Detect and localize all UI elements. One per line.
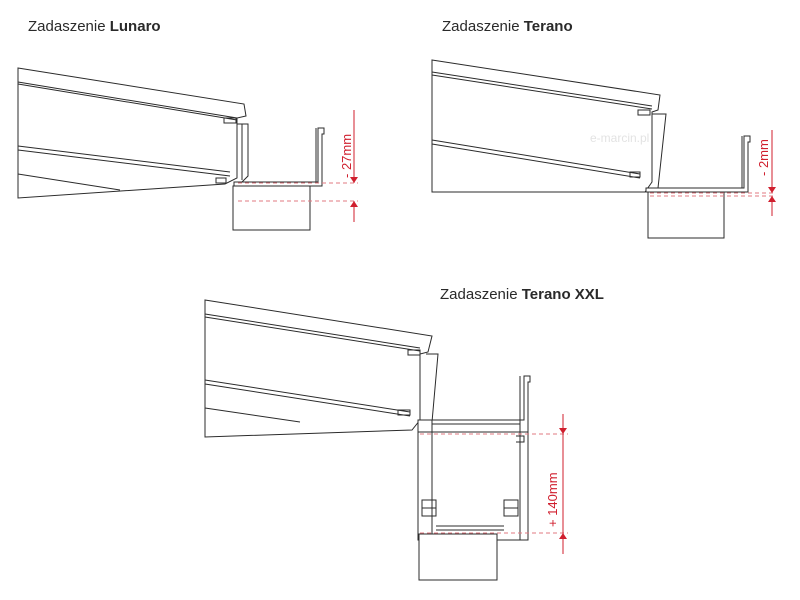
terano-xxl-dimension-label: + 140mm: [545, 472, 560, 527]
caption-prefix: Zadaszenie: [440, 286, 518, 303]
terano-dimension-label: - 2mm: [756, 139, 771, 176]
terano-xxl-dimension: + 140mm: [420, 414, 568, 554]
lunaro-dimension-label: - 27mm: [339, 134, 354, 178]
terano-dimension: - 2mm: [650, 130, 776, 216]
caption-name: Lunaro: [109, 18, 161, 35]
caption-prefix: Zadaszenie: [28, 18, 106, 35]
terano-xxl-drawing: [204, 299, 531, 581]
caption-terano: Zadaszenie Terano: [442, 18, 573, 35]
caption-terano-xxl: Zadaszenie Terano XXL: [440, 286, 604, 303]
caption-prefix: Zadaszenie: [442, 18, 520, 35]
watermark: e-marcin.pl: [590, 131, 649, 145]
lunaro-dimension: - 27mm: [238, 110, 358, 222]
lunaro-drawing: [17, 67, 325, 231]
terano-drawing: [431, 59, 751, 239]
caption-name: Terano XXL: [521, 286, 604, 303]
caption-name: Terano: [523, 18, 573, 35]
caption-lunaro: Zadaszenie Lunaro: [28, 18, 161, 35]
